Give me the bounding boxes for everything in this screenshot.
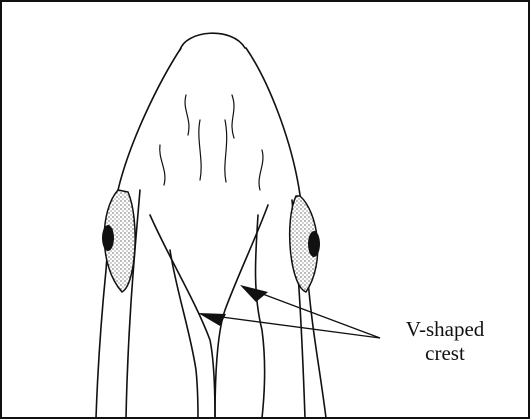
annotation-line-1: V-shaped (406, 317, 485, 341)
left-pupil (102, 225, 114, 251)
right-pupil (308, 231, 320, 257)
annotation-line-2: crest (425, 341, 465, 365)
